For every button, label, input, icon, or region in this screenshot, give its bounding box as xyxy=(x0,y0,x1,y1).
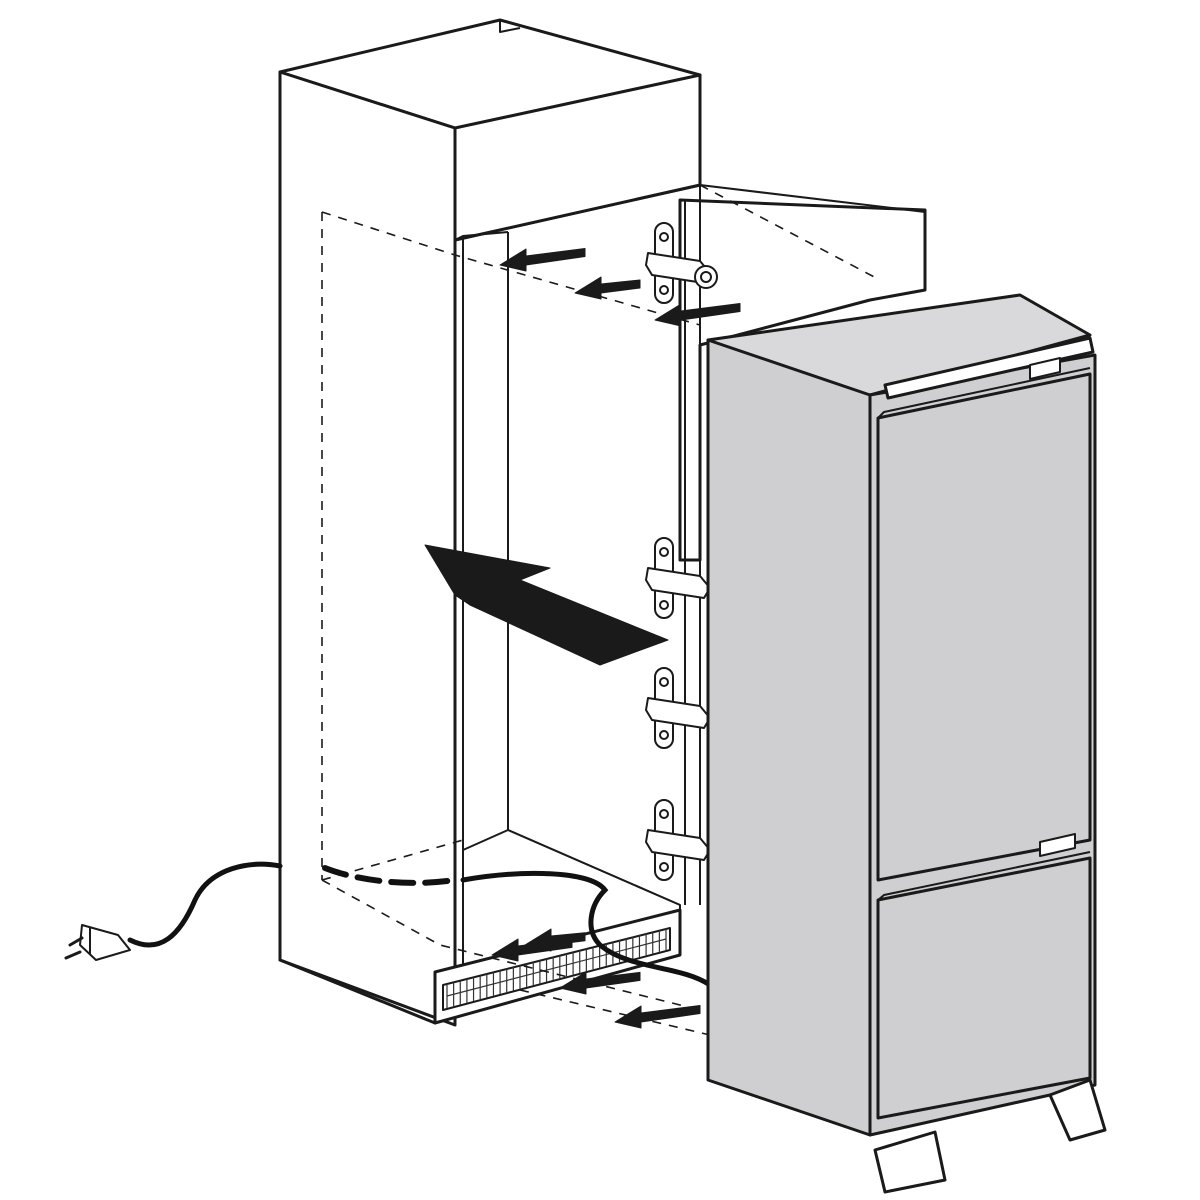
airflow-arrow-icon xyxy=(654,303,741,327)
hinge xyxy=(645,222,718,304)
cord-outside xyxy=(127,861,283,948)
cord-hidden-segment xyxy=(322,865,458,886)
top-rail xyxy=(883,336,1095,400)
hinge xyxy=(645,799,711,881)
cord-inside xyxy=(460,870,713,988)
plug-icon xyxy=(64,924,131,961)
appliance-side xyxy=(706,338,872,1137)
insert-arrow-icon xyxy=(424,544,669,666)
airflow-arrow-icon xyxy=(574,276,641,300)
insert-arrow xyxy=(424,544,669,666)
foot-right xyxy=(1048,1078,1107,1142)
hinge xyxy=(645,537,711,619)
hinge xyxy=(645,667,711,749)
middle-bracket xyxy=(1039,833,1076,857)
ventilation-grille xyxy=(442,927,671,1011)
cabinet-right-side xyxy=(678,198,927,562)
cabinet-top-notch xyxy=(499,20,521,33)
airflow-arrow-icon xyxy=(524,928,586,952)
airflow-arrow-icon xyxy=(614,1005,701,1029)
appliance xyxy=(706,293,1107,1194)
upper-bracket xyxy=(1029,357,1061,380)
foot-left xyxy=(873,1130,947,1194)
airflow-arrows xyxy=(491,248,741,1029)
airflow-arrow-icon xyxy=(499,248,586,272)
lower-door xyxy=(876,856,1092,1120)
airflow-arrow-icon xyxy=(559,971,641,995)
cabinet-left-side xyxy=(278,70,457,1027)
power-cord xyxy=(64,861,713,988)
cabinet xyxy=(278,18,927,1027)
hinges xyxy=(645,222,718,881)
upper-door xyxy=(876,372,1092,882)
